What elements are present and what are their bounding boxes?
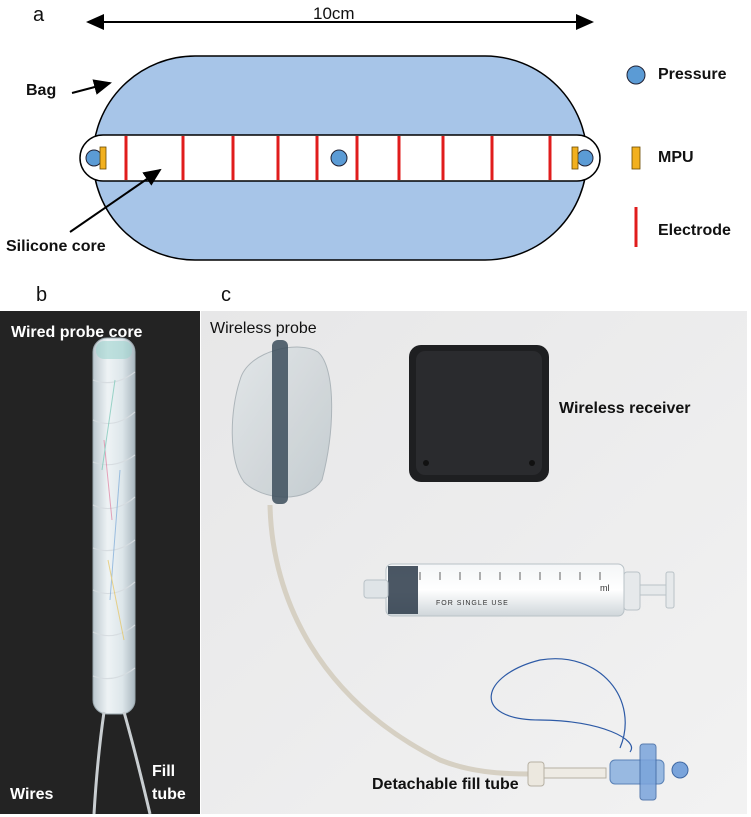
fill-tube-label-line2: tube [152, 786, 186, 803]
wireless-probe-label: Wireless probe [210, 320, 317, 337]
wireless-receiver-label: Wireless receiver [559, 400, 691, 417]
panel-letter-c: c [221, 284, 231, 306]
wires-label: Wires [10, 786, 54, 803]
mpu-right [571, 146, 579, 170]
probe-tube [267, 504, 531, 777]
wireless-receiver-box [409, 345, 549, 482]
fill-tube-connector [527, 761, 545, 787]
syringe-print: FOR SINGLE USE [436, 600, 509, 607]
legend-mpu-label: MPU [658, 149, 694, 166]
syringe-barrel [385, 563, 625, 617]
syringe-unit: ml [600, 583, 610, 593]
wire-loop [490, 658, 633, 753]
wireless-probe-core [272, 340, 288, 504]
scale-label: 10cm [313, 4, 355, 23]
electrode-group [124, 136, 552, 180]
legend-pressure-label: Pressure [658, 66, 727, 83]
mpu-left [99, 146, 107, 170]
silicone-core-label: Silicone core [6, 238, 106, 255]
detachable-fill-tube-label: Detachable fill tube [372, 776, 519, 793]
bag-pointer [71, 79, 112, 95]
wireless-probe-bag [231, 346, 333, 498]
panel-letter-b: b [36, 284, 48, 306]
photo-b-background [0, 311, 200, 814]
pressure-sensor-right [576, 149, 594, 167]
core-pointer [69, 168, 162, 233]
photo-c-background [201, 311, 747, 814]
wired-probe-core-label: Wired probe core [11, 324, 143, 341]
probe-core-body [92, 337, 136, 715]
stopcock-valve [609, 759, 665, 785]
legend-electrode-label: Electrode [658, 222, 731, 239]
pressure-sensor-left [85, 149, 103, 167]
probe-diagram [69, 14, 646, 261]
panel-letter-a: a [33, 4, 45, 26]
legend-mpu-symbol [631, 146, 641, 170]
pressure-sensor-center [330, 149, 348, 167]
bag-label: Bag [26, 82, 57, 99]
legend-pressure-symbol [626, 65, 646, 85]
fill-tube-label-line1: Fill [152, 763, 176, 780]
